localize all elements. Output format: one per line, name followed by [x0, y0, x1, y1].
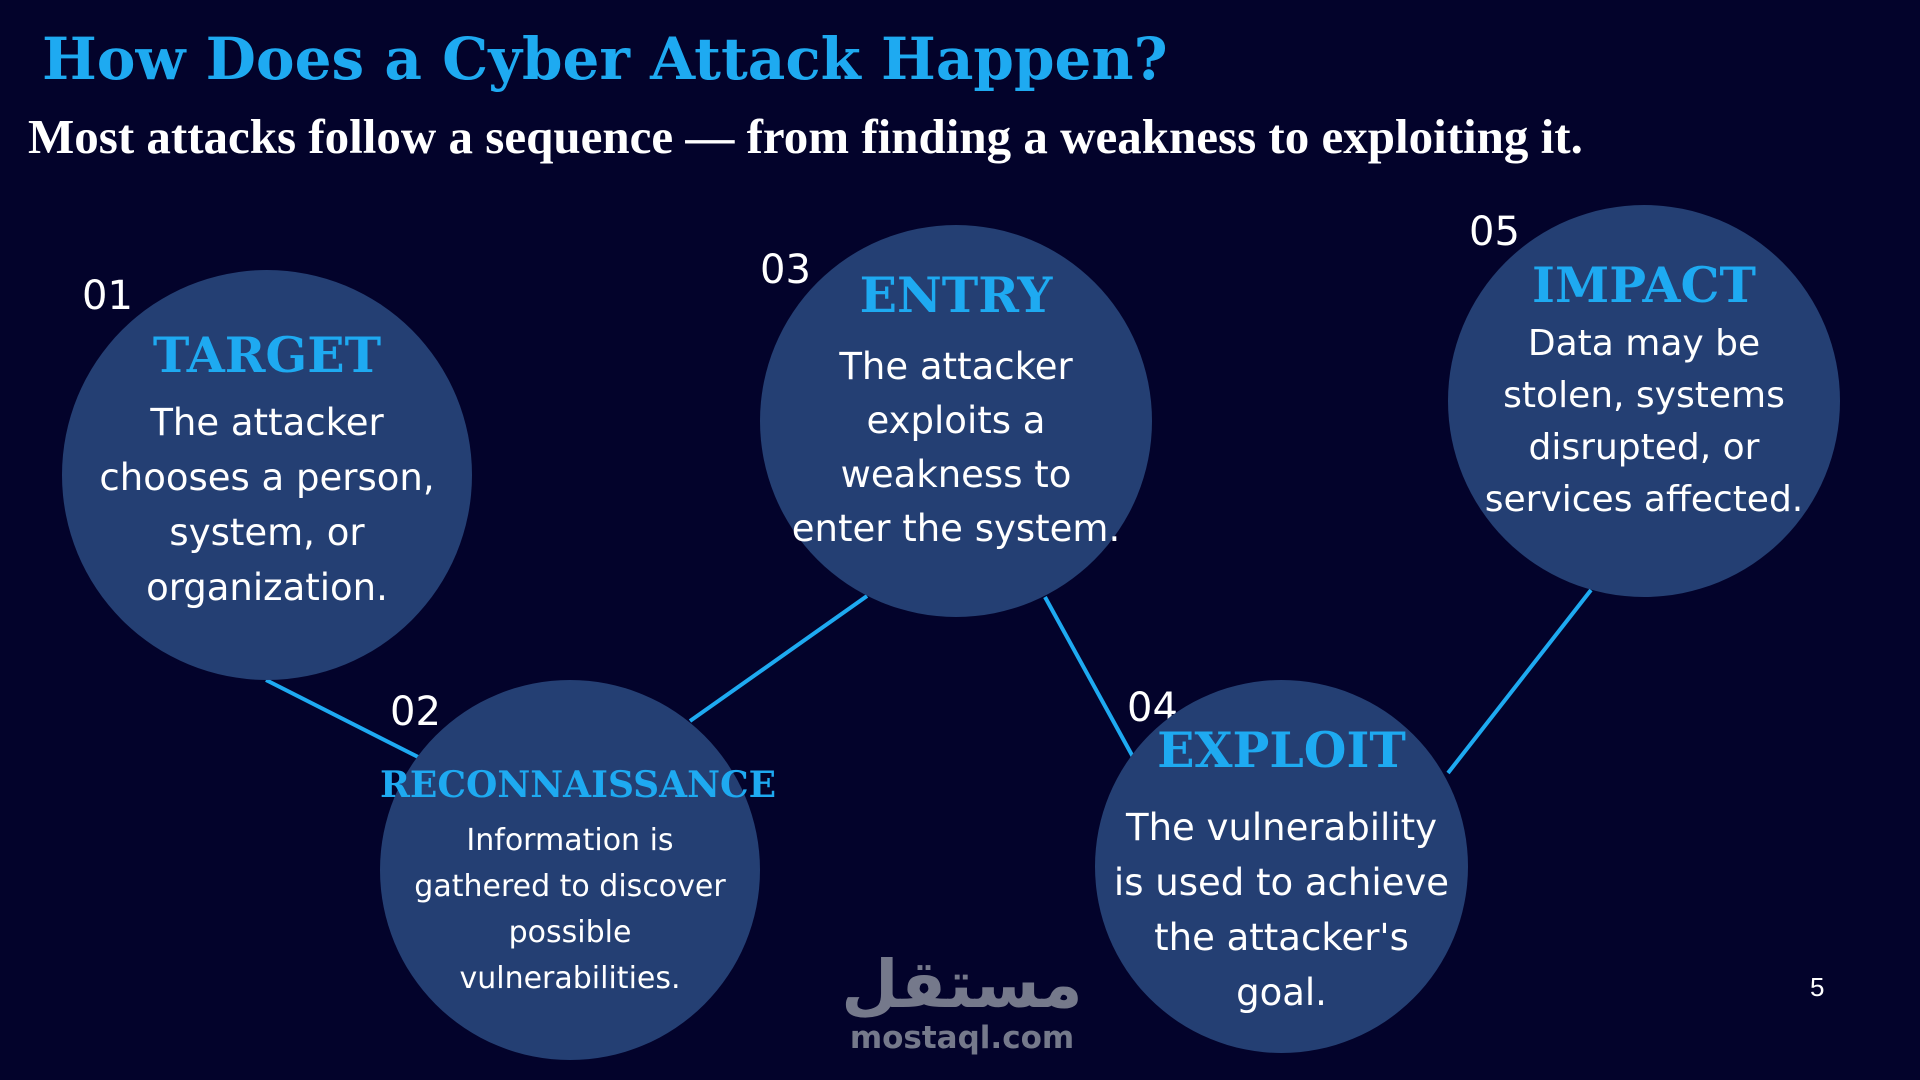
- step-number: 03: [760, 247, 811, 293]
- connector-03-04: [1043, 596, 1135, 758]
- step-description: The attacker exploits a weakness to ente…: [791, 345, 1121, 550]
- step-title: ENTRY: [859, 266, 1053, 324]
- step-circle-target: TARGET The attacker chooses a person, sy…: [62, 270, 472, 680]
- step-title: EXPLOIT: [1157, 721, 1406, 779]
- step-title: TARGET: [152, 326, 382, 384]
- step-circle-exploit: EXPLOIT The vulnerability is used to ach…: [1095, 680, 1468, 1053]
- step-number: 05: [1469, 209, 1520, 255]
- connector-02-03: [688, 594, 869, 723]
- slide-title: How Does a Cyber Attack Happen?: [42, 25, 1168, 93]
- step-number: 01: [82, 273, 133, 319]
- watermark-logo: مستقل mostaql.com: [832, 946, 1092, 1057]
- step-title: IMPACT: [1532, 256, 1756, 314]
- step-circle-reconnaissance: RECONNAISSANCE Information is gathered t…: [380, 680, 777, 1060]
- step-number: 02: [390, 689, 441, 735]
- slide-subtitle: Most attacks follow a sequence — from fi…: [28, 109, 1583, 164]
- step-circle-impact: IMPACT Data may be stolen, systems disru…: [1448, 205, 1840, 597]
- connector-04-05: [1446, 588, 1593, 775]
- step-description: The attacker chooses a person, system, o…: [99, 401, 435, 609]
- step-description: The vulnerability is used to achieve the…: [1113, 806, 1450, 1014]
- step-description: Information is gathered to discover poss…: [414, 823, 726, 996]
- step-circle-entry: ENTRY The attacker exploits a weakness t…: [760, 225, 1152, 617]
- step-description: Data may be stolen, systems disrupted, o…: [1484, 323, 1804, 520]
- step-title: RECONNAISSANCE: [380, 764, 777, 806]
- page-number: 5: [1810, 972, 1825, 1002]
- watermark-domain: mostaql.com: [849, 1020, 1075, 1056]
- watermark-arabic: مستقل: [841, 946, 1083, 1023]
- connector-01-02: [265, 678, 431, 765]
